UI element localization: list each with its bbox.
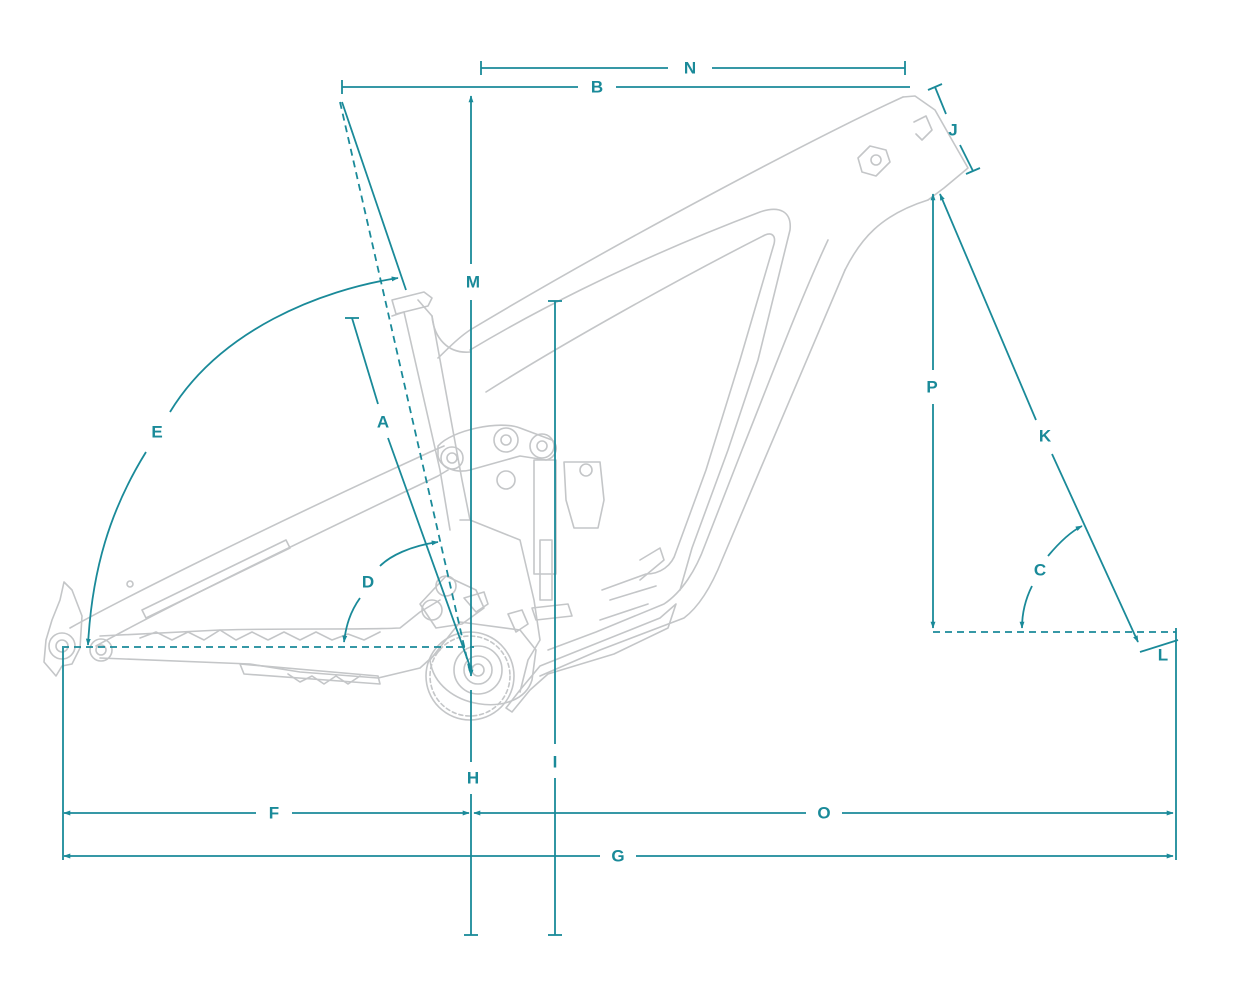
main-triangle-outline — [469, 208, 791, 591]
dim-k-line-top — [939, 193, 1037, 421]
dim-k-line-bottom — [1051, 453, 1139, 643]
battery-panel — [505, 603, 677, 713]
rocker-pivot-main — [493, 427, 519, 453]
motor-chainring-teeth — [429, 635, 511, 717]
seat-stay-slot — [141, 539, 291, 619]
main-triangle-inner — [485, 233, 776, 591]
rocker-pivot-front — [440, 446, 464, 470]
dim-label-a: A — [377, 413, 389, 432]
dimension-labels: N B J M E A D P K C L H I F O G — [151, 59, 1168, 866]
dim-l-tick — [1139, 639, 1179, 653]
headset-detail — [913, 115, 933, 141]
seat-tube-axis — [341, 101, 407, 291]
chain-stay-lower — [99, 649, 441, 679]
dimension-lines — [62, 61, 1179, 936]
dim-label-o: O — [817, 804, 830, 823]
dim-label-l: L — [1158, 646, 1168, 665]
dim-label-f: F — [269, 804, 279, 823]
lower-link-pivot-2 — [435, 575, 457, 597]
seat-stay-upper — [69, 445, 445, 629]
dim-label-p: P — [926, 378, 937, 397]
motor-chainring — [425, 631, 515, 721]
chain-guard-teeth-lower — [287, 673, 361, 685]
motor-housing — [459, 519, 541, 693]
rear-shock-reservoir — [563, 461, 605, 529]
seat-tube-junction — [431, 315, 471, 353]
lower-link-pivot — [421, 599, 443, 621]
seat-stay-bolt — [126, 580, 134, 588]
seat-clamp — [391, 291, 433, 315]
dim-c-arc-upper — [1047, 525, 1083, 557]
rear-axle — [48, 632, 76, 660]
bike-frame-drawing — [43, 95, 969, 721]
motor-spindle-inner — [463, 655, 493, 685]
top-tube-lower — [844, 199, 929, 271]
down-tube-inner — [547, 239, 829, 651]
seat-tube-rear — [391, 311, 451, 531]
dim-label-g: G — [611, 847, 624, 866]
head-tube-badge — [857, 145, 891, 177]
seat-tube-axis-dashed — [339, 101, 471, 673]
dim-d-arc-upper — [379, 540, 439, 567]
chain-guard-teeth — [139, 629, 381, 641]
link-pivot — [496, 470, 516, 490]
dropout-pivot — [89, 638, 113, 662]
dim-label-m: M — [466, 273, 480, 292]
rear-shock-knob — [579, 463, 593, 477]
dim-label-d: D — [362, 573, 374, 592]
top-tube-upper — [437, 96, 904, 359]
dim-c-arc-lower — [1019, 585, 1033, 629]
rear-axle-inner — [55, 639, 69, 653]
bottom-bracket — [471, 663, 485, 677]
rear-dropout — [43, 581, 83, 677]
dim-j-line-top — [934, 86, 947, 115]
dim-label-n: N — [684, 59, 696, 78]
rocker-pivot-rear — [529, 433, 555, 459]
dim-label-k: K — [1039, 427, 1052, 446]
dim-label-c: C — [1034, 561, 1046, 580]
seat-stay-lower — [95, 469, 449, 647]
motor-spindle — [453, 645, 503, 695]
rocker-pivot-main-inner — [500, 434, 512, 446]
cable-port — [463, 591, 489, 613]
dim-a-line-lower — [387, 437, 473, 673]
dim-label-j: J — [948, 121, 957, 140]
chain-stay-upper — [99, 599, 441, 637]
battery-cover-lines — [599, 547, 665, 621]
rocker-pivot-front-inner — [446, 452, 458, 464]
dim-j-line-bottom — [959, 144, 974, 172]
seat-tube-front — [417, 299, 471, 521]
head-tube — [902, 95, 969, 201]
dropout-pivot-inner — [95, 644, 107, 656]
motor-cover — [429, 621, 537, 706]
chain-stay-guard — [239, 663, 381, 685]
dim-a-line-upper — [351, 317, 379, 405]
dim-e-arc-upper — [169, 276, 399, 413]
display-port — [531, 603, 573, 621]
rear-shock-shaft — [539, 539, 553, 601]
dim-e-arc-lower — [85, 451, 147, 646]
dim-d-arc-lower — [342, 597, 361, 643]
sensor-plate — [507, 609, 529, 633]
dim-label-e: E — [151, 423, 162, 442]
head-tube-badge-bolt — [870, 154, 882, 166]
down-tube-front — [539, 269, 846, 677]
rocker-pivot-rear-inner — [536, 440, 548, 452]
dim-label-b: B — [591, 78, 603, 97]
dim-label-i: I — [553, 753, 558, 772]
dim-label-h: H — [467, 769, 479, 788]
